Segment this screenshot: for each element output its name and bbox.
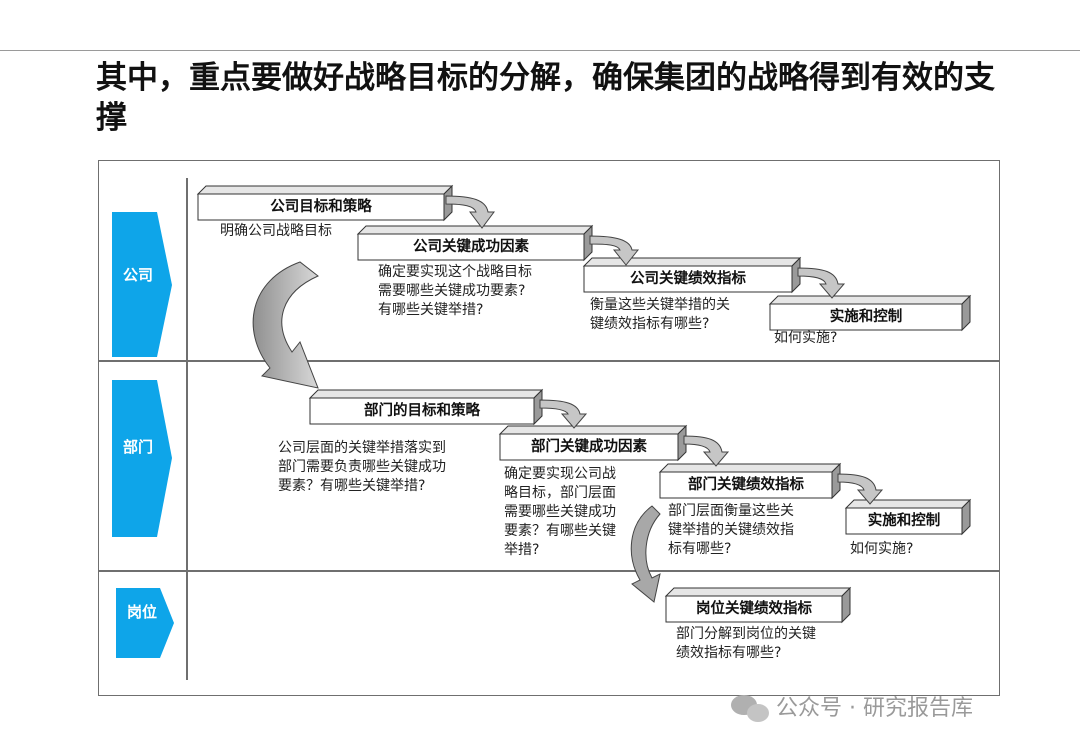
wechat-watermark-icon <box>731 695 769 722</box>
desc-dept-exec: 如何实施? <box>850 541 914 557</box>
box-company-exec-shape <box>768 294 972 332</box>
row-divider-1 <box>98 360 1000 362</box>
box-company-goal-shape <box>196 184 454 222</box>
desc-company-exec: 如何实施? <box>774 330 838 346</box>
box-dept-goal: 部门的目标和策略 <box>364 403 480 419</box>
box-pos-kpi-shape <box>664 586 852 624</box>
box-company-exec: 实施和控制 <box>829 309 903 325</box>
box-company-ksf-shape <box>356 224 594 262</box>
box-dept-ksf-shape <box>498 424 688 462</box>
row-divider-2 <box>98 570 1000 572</box>
connector-arrow-3 <box>797 267 846 299</box>
row-label-company: 公司 <box>122 266 153 284</box>
row-label-company-chevron <box>112 212 172 357</box>
watermark-text: 公众号 · 研究报告库 <box>776 696 973 721</box>
box-pos-kpi: 岗位关键绩效指标 <box>696 601 812 617</box>
desc-dept-ksf: 确定要实现公司战 略目标，部门层面 需要哪些关键成功 要素？有哪些关键 举措? <box>504 466 616 558</box>
connector-arrow-4 <box>539 399 588 429</box>
box-company-ksf: 公司关键成功因素 <box>413 239 529 255</box>
connector-arrow-6 <box>837 473 884 505</box>
desc-dept-kpi: 部门层面衡量这些关 键举措的关键绩效指 标有哪些? <box>668 503 794 557</box>
top-rule <box>0 50 1080 51</box>
connector-arrow-1 <box>445 195 495 229</box>
diagram-frame <box>98 160 1000 696</box>
row-label-position-chevron <box>116 588 174 658</box>
box-dept-exec-shape <box>844 498 972 536</box>
connector-arrow-5 <box>683 435 730 467</box>
row-label-department-chevron <box>112 380 172 537</box>
box-dept-kpi-shape <box>658 462 842 500</box>
company-to-department-arrow <box>252 261 319 389</box>
label-column-divider <box>186 178 188 680</box>
box-dept-exec: 实施和控制 <box>867 513 941 529</box>
box-company-goal: 公司目标和策略 <box>270 199 372 215</box>
desc-company-kpi: 衡量这些关键举措的关 键绩效指标有哪些? <box>590 297 730 332</box>
row-label-department: 部门 <box>122 438 153 456</box>
desc-company-goal: 明确公司战略目标 <box>220 223 332 239</box>
row-label-position: 岗位 <box>126 603 157 621</box>
page-title: 其中，重点要做好战略目标的分解，确保集团的战略得到有效的支撑 <box>96 60 995 136</box>
department-to-position-arrow <box>630 505 661 603</box>
box-dept-kpi: 部门关键绩效指标 <box>688 477 804 493</box>
box-dept-ksf: 部门关键成功因素 <box>531 439 647 455</box>
box-company-kpi: 公司关键绩效指标 <box>630 271 746 287</box>
box-company-kpi-shape <box>582 256 802 294</box>
desc-dept-goal: 公司层面的关键举措落实到 部门需要负责哪些关键成功 要素？有哪些关键举措? <box>278 440 446 494</box>
box-dept-goal-shape <box>308 388 544 426</box>
desc-company-ksf: 确定要实现这个战略目标 需要哪些关键成功要素? 有哪些关键举措? <box>378 264 532 318</box>
connector-arrow-2 <box>589 235 640 266</box>
desc-pos-kpi: 部门分解到岗位的关键 绩效指标有哪些? <box>676 626 816 661</box>
